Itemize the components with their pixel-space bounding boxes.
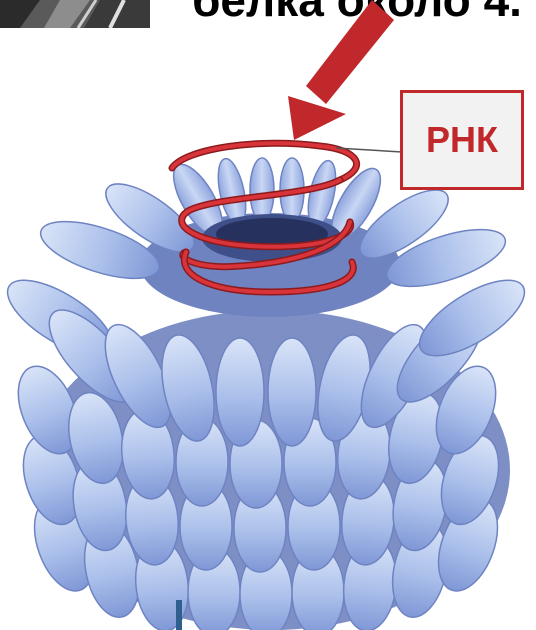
- rna-label: РНК: [426, 119, 498, 161]
- pointer-arrow-icon: [288, 0, 394, 140]
- bottom-marker: [176, 600, 182, 630]
- rna-label-box: РНК: [400, 90, 524, 190]
- capsid-body: [0, 156, 536, 630]
